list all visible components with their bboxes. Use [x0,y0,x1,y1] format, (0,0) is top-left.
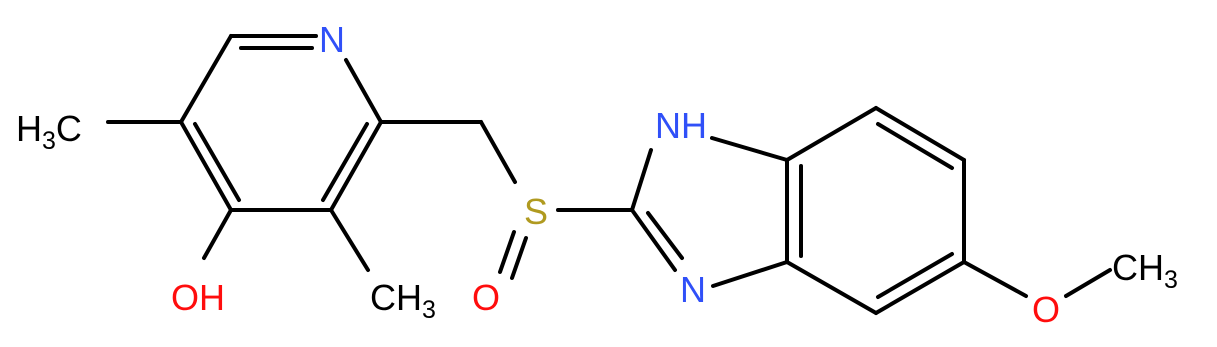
bond-c7a-c7 [785,106,878,162]
bond-c2-c3-inner [321,122,369,202]
methyl-right-sub: 3 [1164,266,1178,294]
bond-n3-c3a [711,260,789,288]
bond-c4-hydroxyl [202,208,233,260]
bond-c2im-n3-inner [646,211,684,260]
atom-label-sulfur: S [524,191,548,232]
atom-label-methyl-right: CH3 [1112,247,1178,294]
bond-c7-c6-inner [876,122,954,170]
methyl-bottom-sub: 3 [422,296,436,324]
bond-c4-c5-inner [193,122,241,202]
bond-methoxy-o-ch3 [1064,268,1112,298]
bond-c5-c4 [874,260,966,315]
pyridine-ring [179,34,383,212]
methyl-left-tail: C [56,108,82,149]
bond-c4-c3a [785,260,878,315]
bond-c3-methyl [329,208,370,272]
atom-label-hydroxyl: OH [171,277,225,318]
atom-label-imidazole-n: N [680,269,706,310]
bond-c4-c5 [179,120,233,212]
atom-label-imidazole-nh: NH [655,105,707,146]
atom-label-pyridine-n: N [319,19,345,60]
bond-c5-methoxy-o [962,260,1028,298]
bond-c7-c6 [874,106,966,162]
atom-label-methoxy-o: O [1032,289,1060,330]
methyl-bottom-main: CH [370,277,422,318]
imidazole-ring [630,136,789,288]
bond-s-o-b [510,236,528,280]
bond-c5-c6 [179,34,233,124]
bond-c5-c4-inner [876,252,954,299]
bond-ch2-s [479,120,517,184]
atom-label-methyl-left: H3C [16,108,82,155]
benzene-ring [785,106,966,315]
atom-label-sulfoxide-o: O [472,277,500,318]
bond-nh-c7a [710,136,789,162]
bond-s-o-a [498,230,516,274]
bond-c2-c3 [329,120,383,212]
bond-c2im-nh [630,148,653,212]
methyl-right-main: CH [1112,247,1164,288]
methyl-left-main: H [16,108,42,149]
bond-n1-c2 [344,58,383,124]
atom-label-methyl-bottom: CH3 [370,277,436,324]
methyl-left-sub: 3 [42,127,56,155]
bond-c2im-n3 [630,208,677,272]
